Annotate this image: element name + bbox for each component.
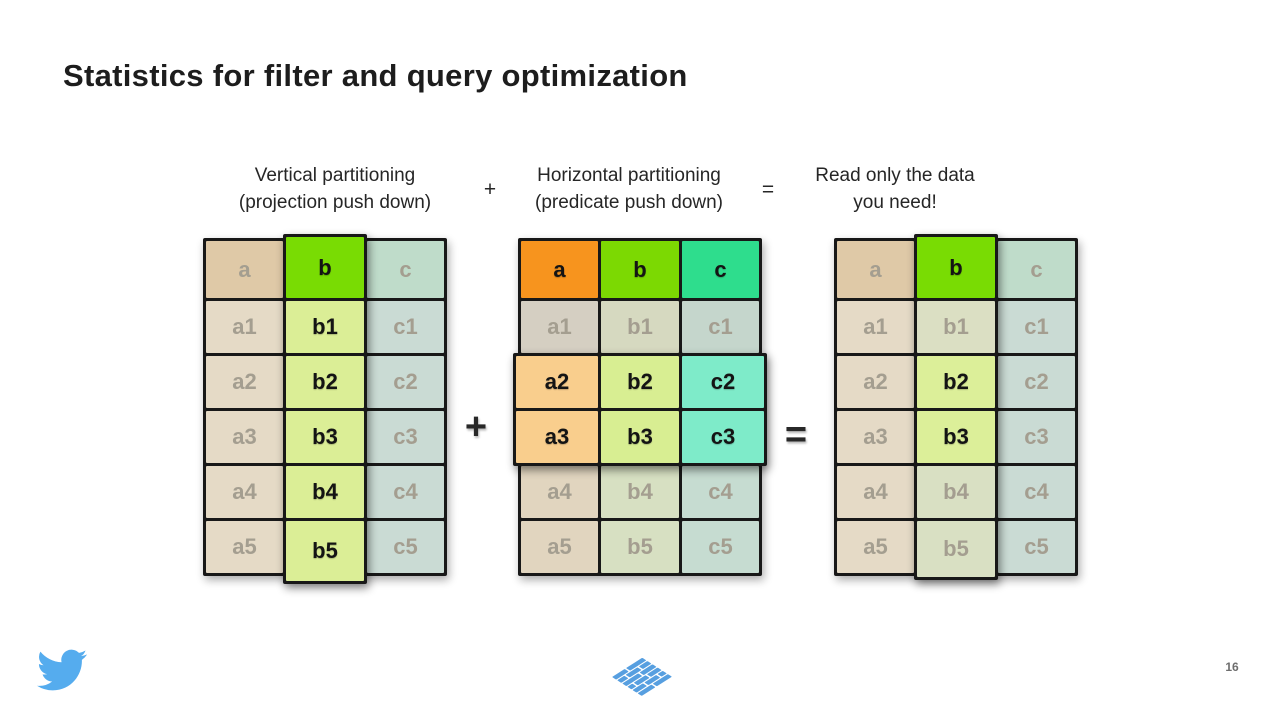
label-horizontal-partitioning: Horizontal partitioning (predicate push … (479, 162, 779, 216)
cell-a5: a5 (206, 521, 283, 573)
cell-a5: a5 (521, 521, 598, 573)
cell-b5-pop: b5 (286, 521, 364, 581)
cell-c2: c2 (367, 356, 444, 408)
cell-b3-pop: b3 (601, 411, 679, 463)
cell-b3-pop: b3 (286, 411, 364, 463)
label-line: (predicate push down) (535, 192, 723, 213)
twitter-bird-icon (37, 649, 87, 691)
slide-title: Statistics for filter and query optimiza… (63, 58, 688, 93)
cell-a1: a1 (521, 301, 598, 353)
cell-a: a (837, 241, 914, 298)
cell-a4: a4 (837, 466, 914, 518)
cell-c4: c4 (682, 466, 759, 518)
cell-a1: a1 (206, 301, 283, 353)
cell-b4-pop: b4 (286, 466, 364, 518)
cell-c3: c3 (998, 411, 1075, 463)
cell-b2-pop: b2 (917, 356, 995, 408)
cell-b: b (601, 241, 679, 298)
cell-c: c (682, 241, 759, 298)
cell-b2-pop: b2 (601, 356, 679, 408)
cell-c5: c5 (998, 521, 1075, 573)
label-read-only: Read only the data you need! (745, 162, 1045, 216)
cell-c5: c5 (367, 521, 444, 573)
cell-c3: c3 (367, 411, 444, 463)
equals-operator-large: = (784, 414, 808, 456)
cell-b5: b5 (601, 521, 679, 573)
plus-operator-small: + (483, 178, 497, 201)
cell-a3: a3 (837, 411, 914, 463)
cell-b1: b1 (601, 301, 679, 353)
cell-c2: c2 (998, 356, 1075, 408)
cell-c2-pop: c2 (682, 356, 764, 408)
cell-c4: c4 (367, 466, 444, 518)
cell-c: c (367, 241, 444, 298)
cell-b4-pop: b4 (917, 466, 995, 518)
cell-a1: a1 (837, 301, 914, 353)
cell-a2: a2 (837, 356, 914, 408)
page-number: 16 (1225, 660, 1239, 674)
label-line: Horizontal partitioning (537, 165, 721, 186)
cell-a3: a3 (206, 411, 283, 463)
cell-a4: a4 (521, 466, 598, 518)
cell-a: a (521, 241, 598, 298)
cell-c: c (998, 241, 1075, 298)
cell-b1-pop: b1 (917, 301, 995, 353)
cell-c5: c5 (682, 521, 759, 573)
label-line: Vertical partitioning (254, 165, 416, 186)
equals-operator-small: = (761, 178, 775, 201)
cell-c3-pop: c3 (682, 411, 764, 463)
cell-b2-pop: b2 (286, 356, 364, 408)
cell-a: a (206, 241, 283, 298)
label-vertical-partitioning: Vertical partitioning (projection push d… (175, 162, 495, 216)
cell-c4: c4 (998, 466, 1075, 518)
cell-b5-pop: b5 (917, 521, 995, 577)
label-line: Read only the data (815, 165, 975, 186)
cell-a2: a2 (206, 356, 283, 408)
cell-a2-pop: a2 (516, 356, 598, 408)
cell-b4: b4 (601, 466, 679, 518)
cell-a5: a5 (837, 521, 914, 573)
table-horizontal-partitioning: abca1b1c1a2b2c2a3b3c3a4b4c4a5b5c5a2b2c2a… (513, 238, 767, 576)
cell-a4: a4 (206, 466, 283, 518)
cell-b1-pop: b1 (286, 301, 364, 353)
cell-c1: c1 (998, 301, 1075, 353)
cell-c1: c1 (682, 301, 759, 353)
cell-c1: c1 (367, 301, 444, 353)
label-line: (projection push down) (238, 192, 432, 213)
label-line: you need! (853, 192, 937, 213)
cell-b-pop: b (286, 237, 364, 298)
parquet-logo-icon (612, 657, 672, 696)
plus-operator-large: + (464, 406, 488, 448)
cell-b-pop: b (917, 237, 995, 298)
cell-b3-pop: b3 (917, 411, 995, 463)
cell-a3-pop: a3 (516, 411, 598, 463)
